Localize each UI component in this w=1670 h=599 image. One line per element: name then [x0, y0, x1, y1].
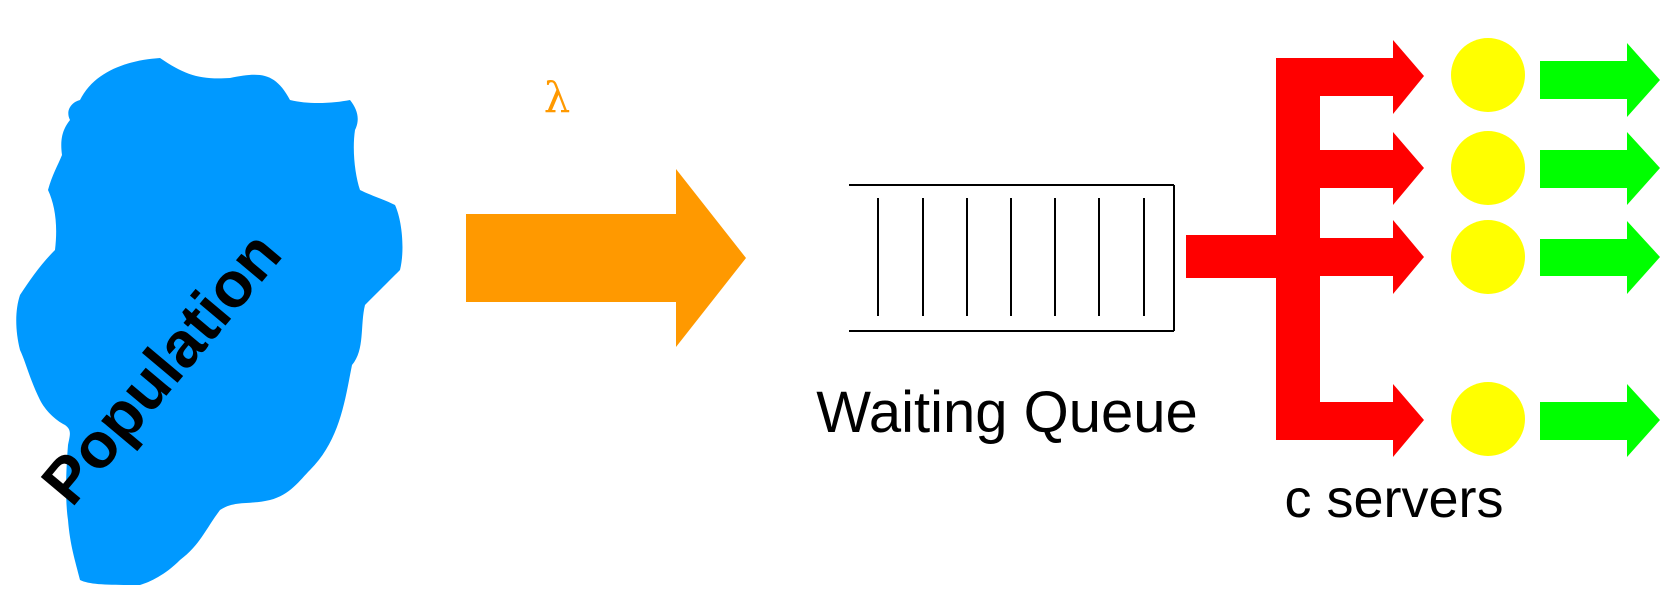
server-circle-4: [1451, 382, 1525, 456]
departure-arrow-4: [1540, 384, 1660, 457]
dispatch-arrow-2: [1320, 132, 1424, 205]
servers-label: c servers: [1284, 469, 1503, 529]
departure-arrow-1: [1540, 43, 1660, 117]
server-circle-3: [1451, 220, 1525, 294]
server-dispatch: [1186, 40, 1424, 457]
waiting-queue: [849, 184, 1175, 332]
queue-to-dispatch-bar: [1186, 235, 1278, 278]
dispatch-trunk: [1276, 58, 1320, 440]
server-circle-1: [1451, 38, 1525, 112]
dispatch-arrow-4: [1320, 384, 1424, 457]
arrival-arrow: [466, 169, 746, 347]
waiting-queue-label: Waiting Queue: [816, 380, 1198, 445]
dispatch-arrow-3: [1320, 220, 1424, 294]
server-circle-2: [1451, 131, 1525, 205]
departure-arrow-3: [1540, 221, 1660, 294]
population-blob: [16, 58, 403, 585]
departure-arrow-2: [1540, 132, 1660, 205]
departures: [1540, 43, 1660, 457]
servers: [1451, 38, 1525, 456]
arrival-rate-label: λ: [544, 73, 571, 122]
dispatch-arrow-1: [1320, 40, 1424, 114]
